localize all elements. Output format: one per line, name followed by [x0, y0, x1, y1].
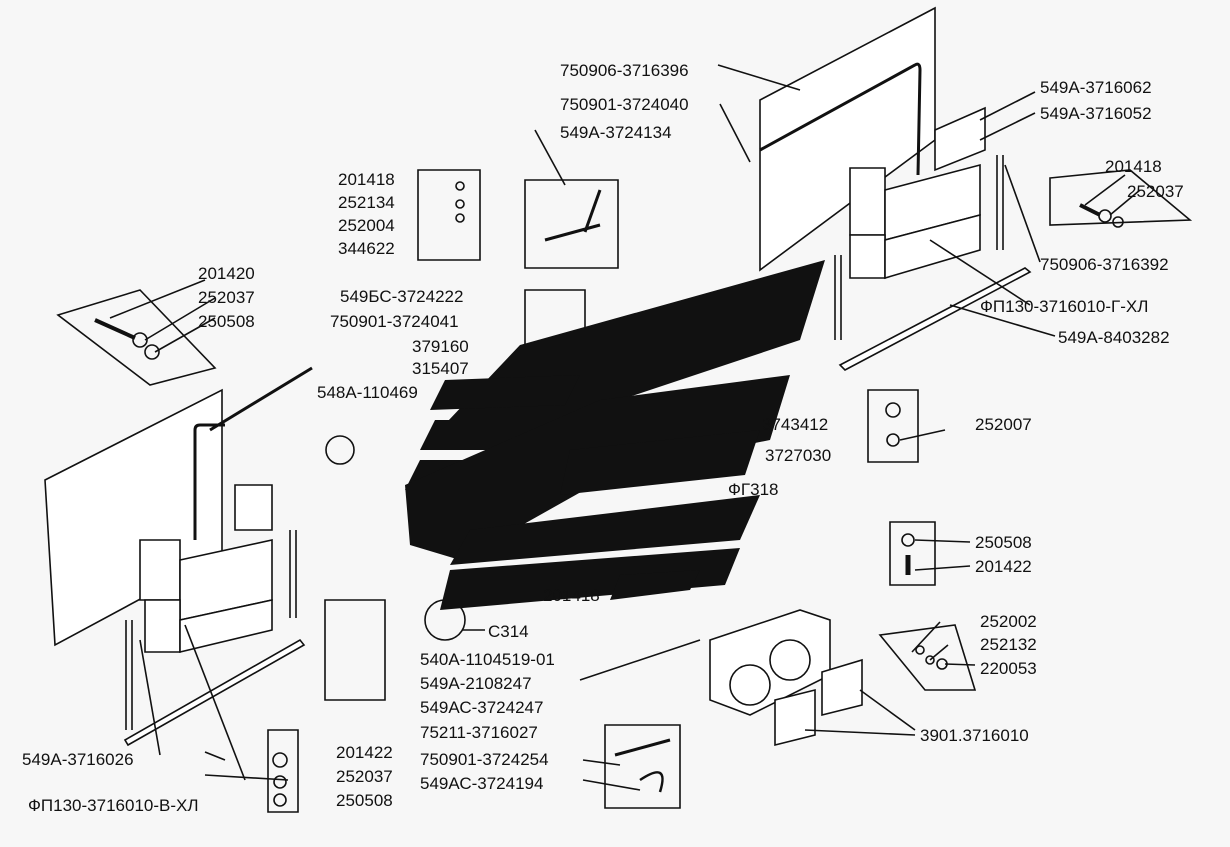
- part-label: 252132: [980, 635, 1037, 654]
- part-label: 750906-3716392: [1040, 255, 1169, 274]
- part-label: 3901.3716010: [920, 726, 1029, 745]
- part-label: 549А-3716062: [1040, 78, 1152, 97]
- part-label: 252134: [338, 193, 395, 212]
- part-label: 250508: [336, 791, 393, 810]
- part-label: 549А-3716026: [22, 750, 134, 769]
- part-label: 549А-3724134: [560, 123, 672, 142]
- part-label: 252037: [336, 767, 393, 786]
- part-label: 549А-2108247: [420, 674, 532, 693]
- part-labels: 750906-3716396 750901-3724040 549А-37241…: [22, 61, 1184, 815]
- logo-watermark: [405, 260, 825, 610]
- part-label: 201420: [198, 264, 255, 283]
- part-label: 3727030: [765, 446, 831, 465]
- part-label: 201418: [1105, 157, 1162, 176]
- part-label: 252037: [1127, 182, 1184, 201]
- part-label: 750901-3724040: [560, 95, 689, 114]
- part-label: 344622: [338, 239, 395, 258]
- part-label: 252037: [198, 288, 255, 307]
- part-label: 201418: [338, 170, 395, 189]
- part-label: 220053: [980, 659, 1037, 678]
- part-label: 549А-3716052: [1040, 104, 1152, 123]
- part-label: 75211-3716027: [420, 723, 538, 742]
- part-label: 750906-3716396: [560, 61, 689, 80]
- part-label: 549АС-3724247: [420, 698, 543, 717]
- part-label: 379160: [412, 337, 469, 356]
- part-label: 250508: [198, 312, 255, 331]
- part-label: ФП130-3716010-В-ХЛ: [28, 796, 199, 815]
- part-label: ФГ318: [728, 480, 779, 499]
- part-label: 549БС-3724222: [340, 287, 463, 306]
- part-label: 750901-3724254: [420, 750, 549, 769]
- part-label: 252007: [975, 415, 1032, 434]
- part-label: 201422: [975, 557, 1032, 576]
- part-label: С314: [488, 622, 529, 641]
- part-label: 315407: [412, 359, 469, 378]
- part-label: ФП130-3716010-Г-ХЛ: [980, 297, 1148, 316]
- part-label: 549АС-3724194: [420, 774, 543, 793]
- part-label: 3743412: [762, 415, 828, 434]
- line-art: [44, 6, 1193, 813]
- part-label: 201422: [336, 743, 393, 762]
- part-label: 201418: [543, 586, 600, 605]
- part-label: 250508: [975, 533, 1032, 552]
- part-label: 549А-8403282: [1058, 328, 1170, 347]
- part-label: 750901-3724041: [330, 312, 459, 331]
- part-label: 252002: [980, 612, 1037, 631]
- part-label: 252004: [338, 216, 395, 235]
- part-label: 540А-1104519-01: [420, 650, 555, 669]
- part-label: 548А-110469: [317, 383, 418, 402]
